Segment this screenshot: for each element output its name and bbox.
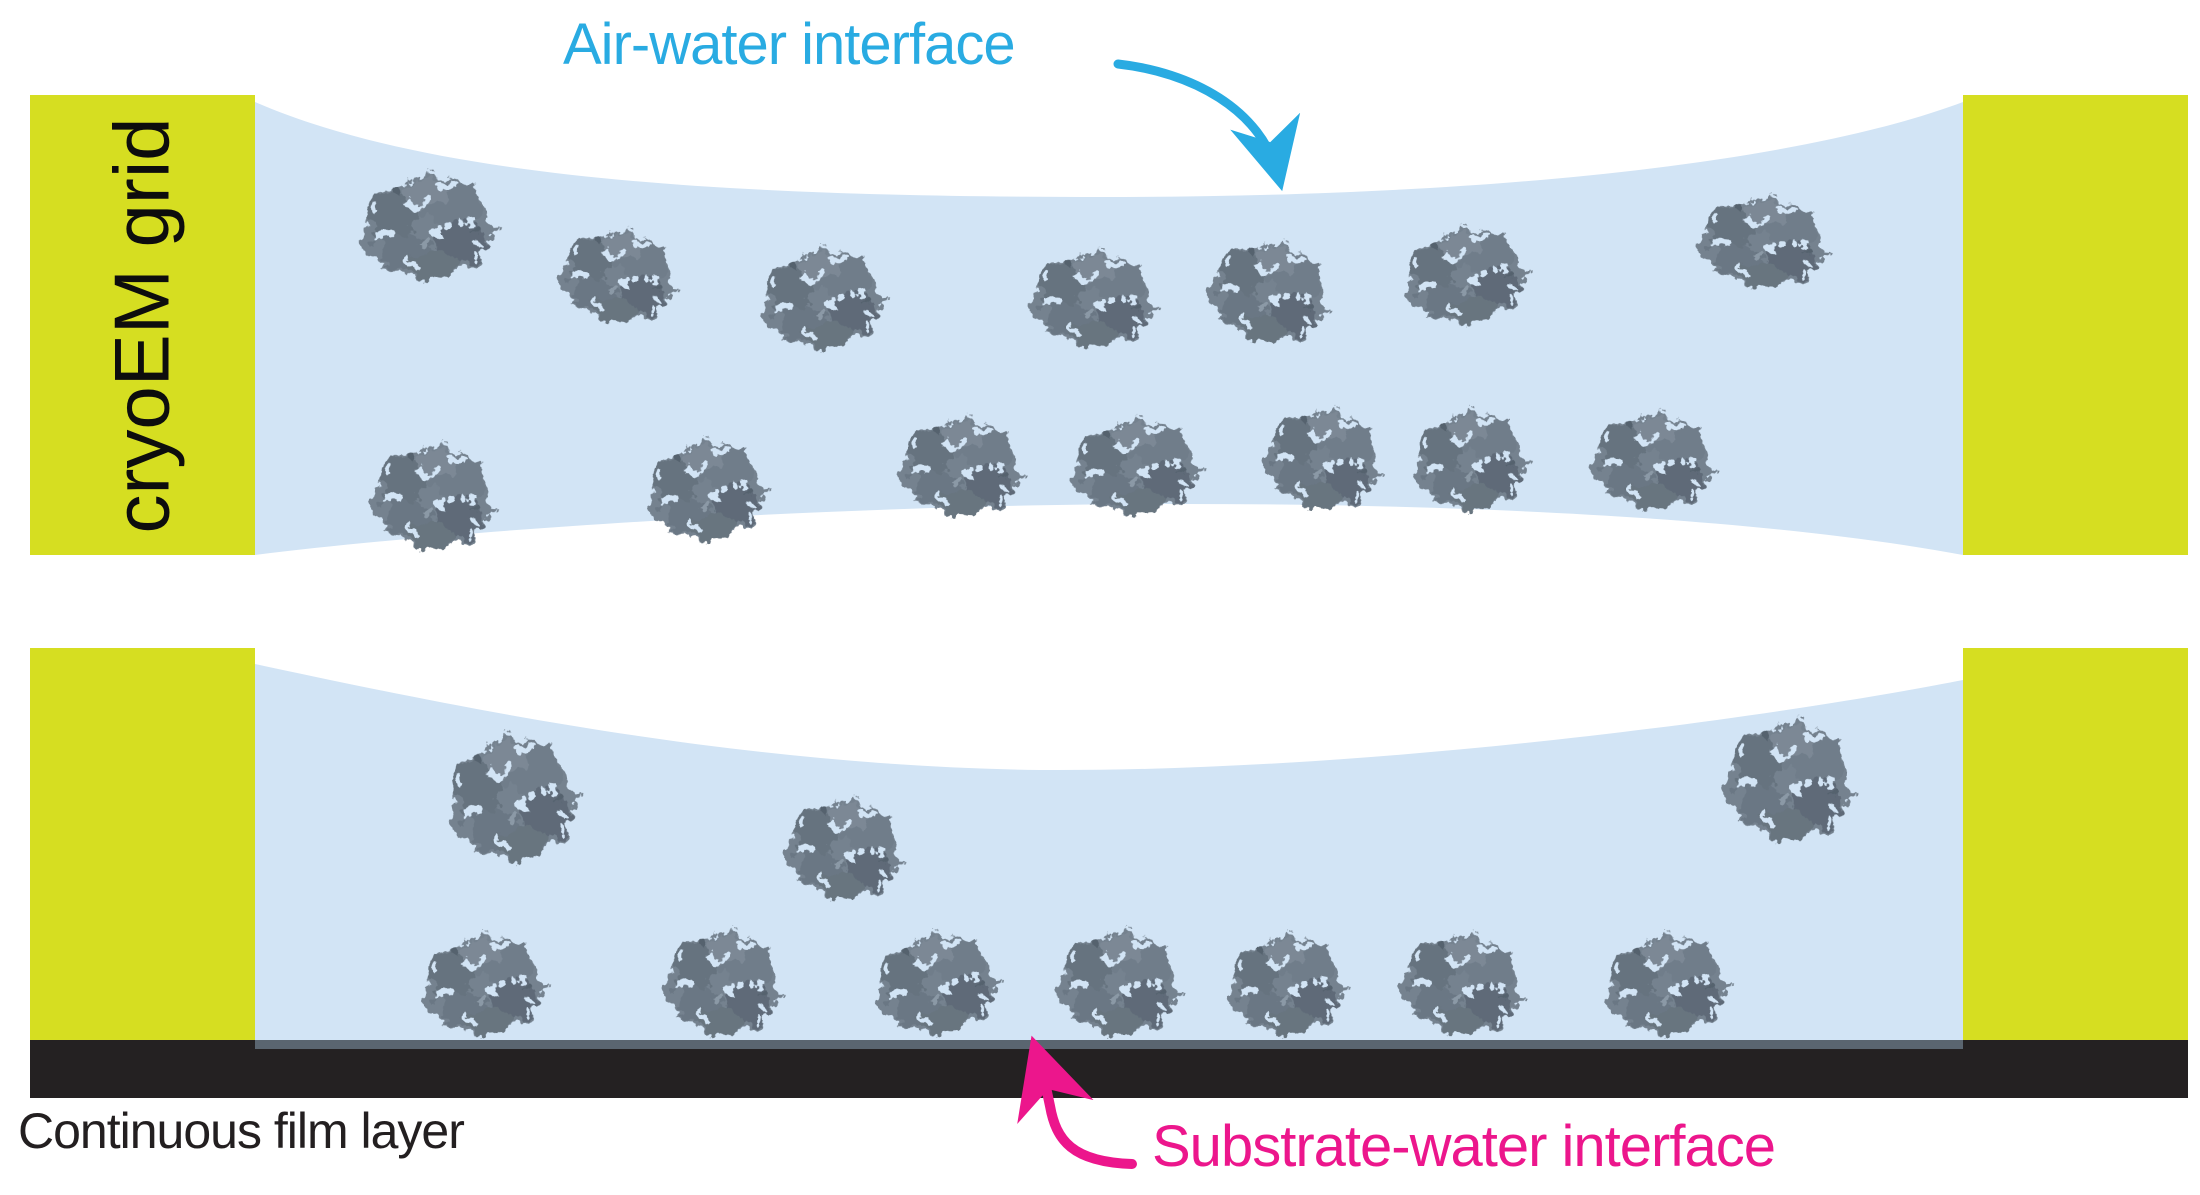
continuous-film-layer [30, 1040, 2188, 1098]
air-water-interface-label: Air-water interface [563, 12, 1016, 77]
air-water-arrow [1113, 59, 1301, 192]
continuous-film-layer-label: Continuous film layer [18, 1103, 465, 1159]
grid-bar-bottom-left [30, 648, 255, 1040]
substrate-water-arrow [1017, 1035, 1137, 1169]
substrate-water-interface-label: Substrate-water interface [1152, 1114, 1776, 1179]
cryoem-grid-label: cryoEM grid [98, 116, 186, 534]
grid-bar-bottom-right [1963, 648, 2188, 1040]
grid-bar-top-left [30, 95, 255, 555]
water-film-bottom-panel [255, 664, 1963, 1040]
cryoem-grid-bar-label-area: cryoEM grid [30, 95, 255, 555]
substrate-strip [255, 1040, 1963, 1049]
grid-bar-top-right [1963, 95, 2188, 555]
